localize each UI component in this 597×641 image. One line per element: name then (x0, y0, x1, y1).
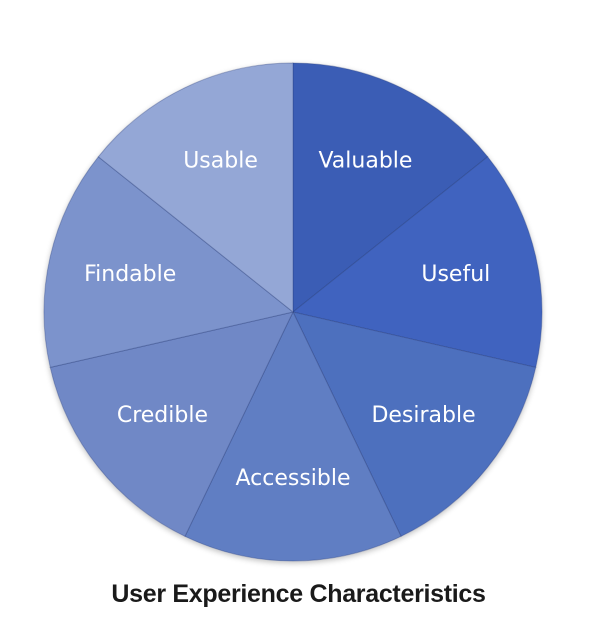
slice-label-useful: Useful (421, 262, 490, 287)
chart-title: User Experience Characteristics (111, 580, 486, 608)
pie-slice-findable (43, 156, 295, 369)
slice-label-valuable: Valuable (318, 149, 412, 174)
pie-slices (43, 62, 543, 562)
slice-label-desirable: Desirable (371, 403, 475, 428)
pie-slice-accessible (184, 310, 402, 562)
pie-slice-desirable (292, 311, 537, 538)
pie-slice-credible (49, 311, 294, 538)
pie-slice-usable (97, 62, 294, 314)
pie-slice-valuable (292, 62, 489, 314)
slice-label-credible: Credible (117, 403, 208, 428)
pie-slice-useful (291, 156, 543, 369)
slice-label-usable: Usable (183, 149, 258, 174)
slice-label-findable: Findable (84, 262, 176, 287)
slice-label-accessible: Accessible (235, 466, 350, 491)
